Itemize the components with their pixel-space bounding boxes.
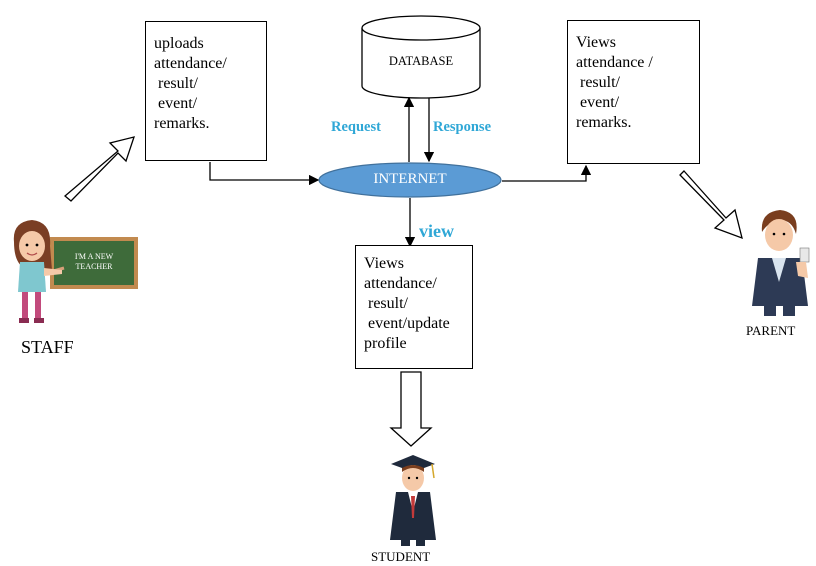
parent-hollow-arrow-icon [679,170,743,240]
student-view-box: Views attendance/ result/ event/update p… [355,245,473,369]
request-label: Request [331,119,381,135]
internet-to-parent-arrow [502,164,592,182]
view-label: view [419,221,454,241]
database-cylinder-icon [361,15,481,99]
student-hollow-arrow-icon [389,371,433,447]
student-role-label: STUDENT [371,549,431,564]
connectors [209,96,592,248]
parent-figure-icon [752,210,810,316]
staff-upload-box: uploads attendance/ result/ event/ remar… [145,21,267,161]
graduate-figure-icon [390,455,436,546]
staff-hollow-arrow-icon [63,136,135,202]
block-arrows [63,136,743,447]
chalkboard-text: I'M A NEW TEACHER [74,252,114,271]
database-label: DATABASE [388,54,454,68]
response-label: Response [433,119,492,135]
teacher-figure-icon [13,220,138,323]
parent-view-box: Views attendance / result/ event/ remark… [567,20,700,164]
parent-role-label: PARENT [746,323,796,338]
internet-label: INTERNET [373,171,447,187]
staff-role-label: STAFF [21,337,74,357]
staff-to-internet-arrow [209,162,320,186]
